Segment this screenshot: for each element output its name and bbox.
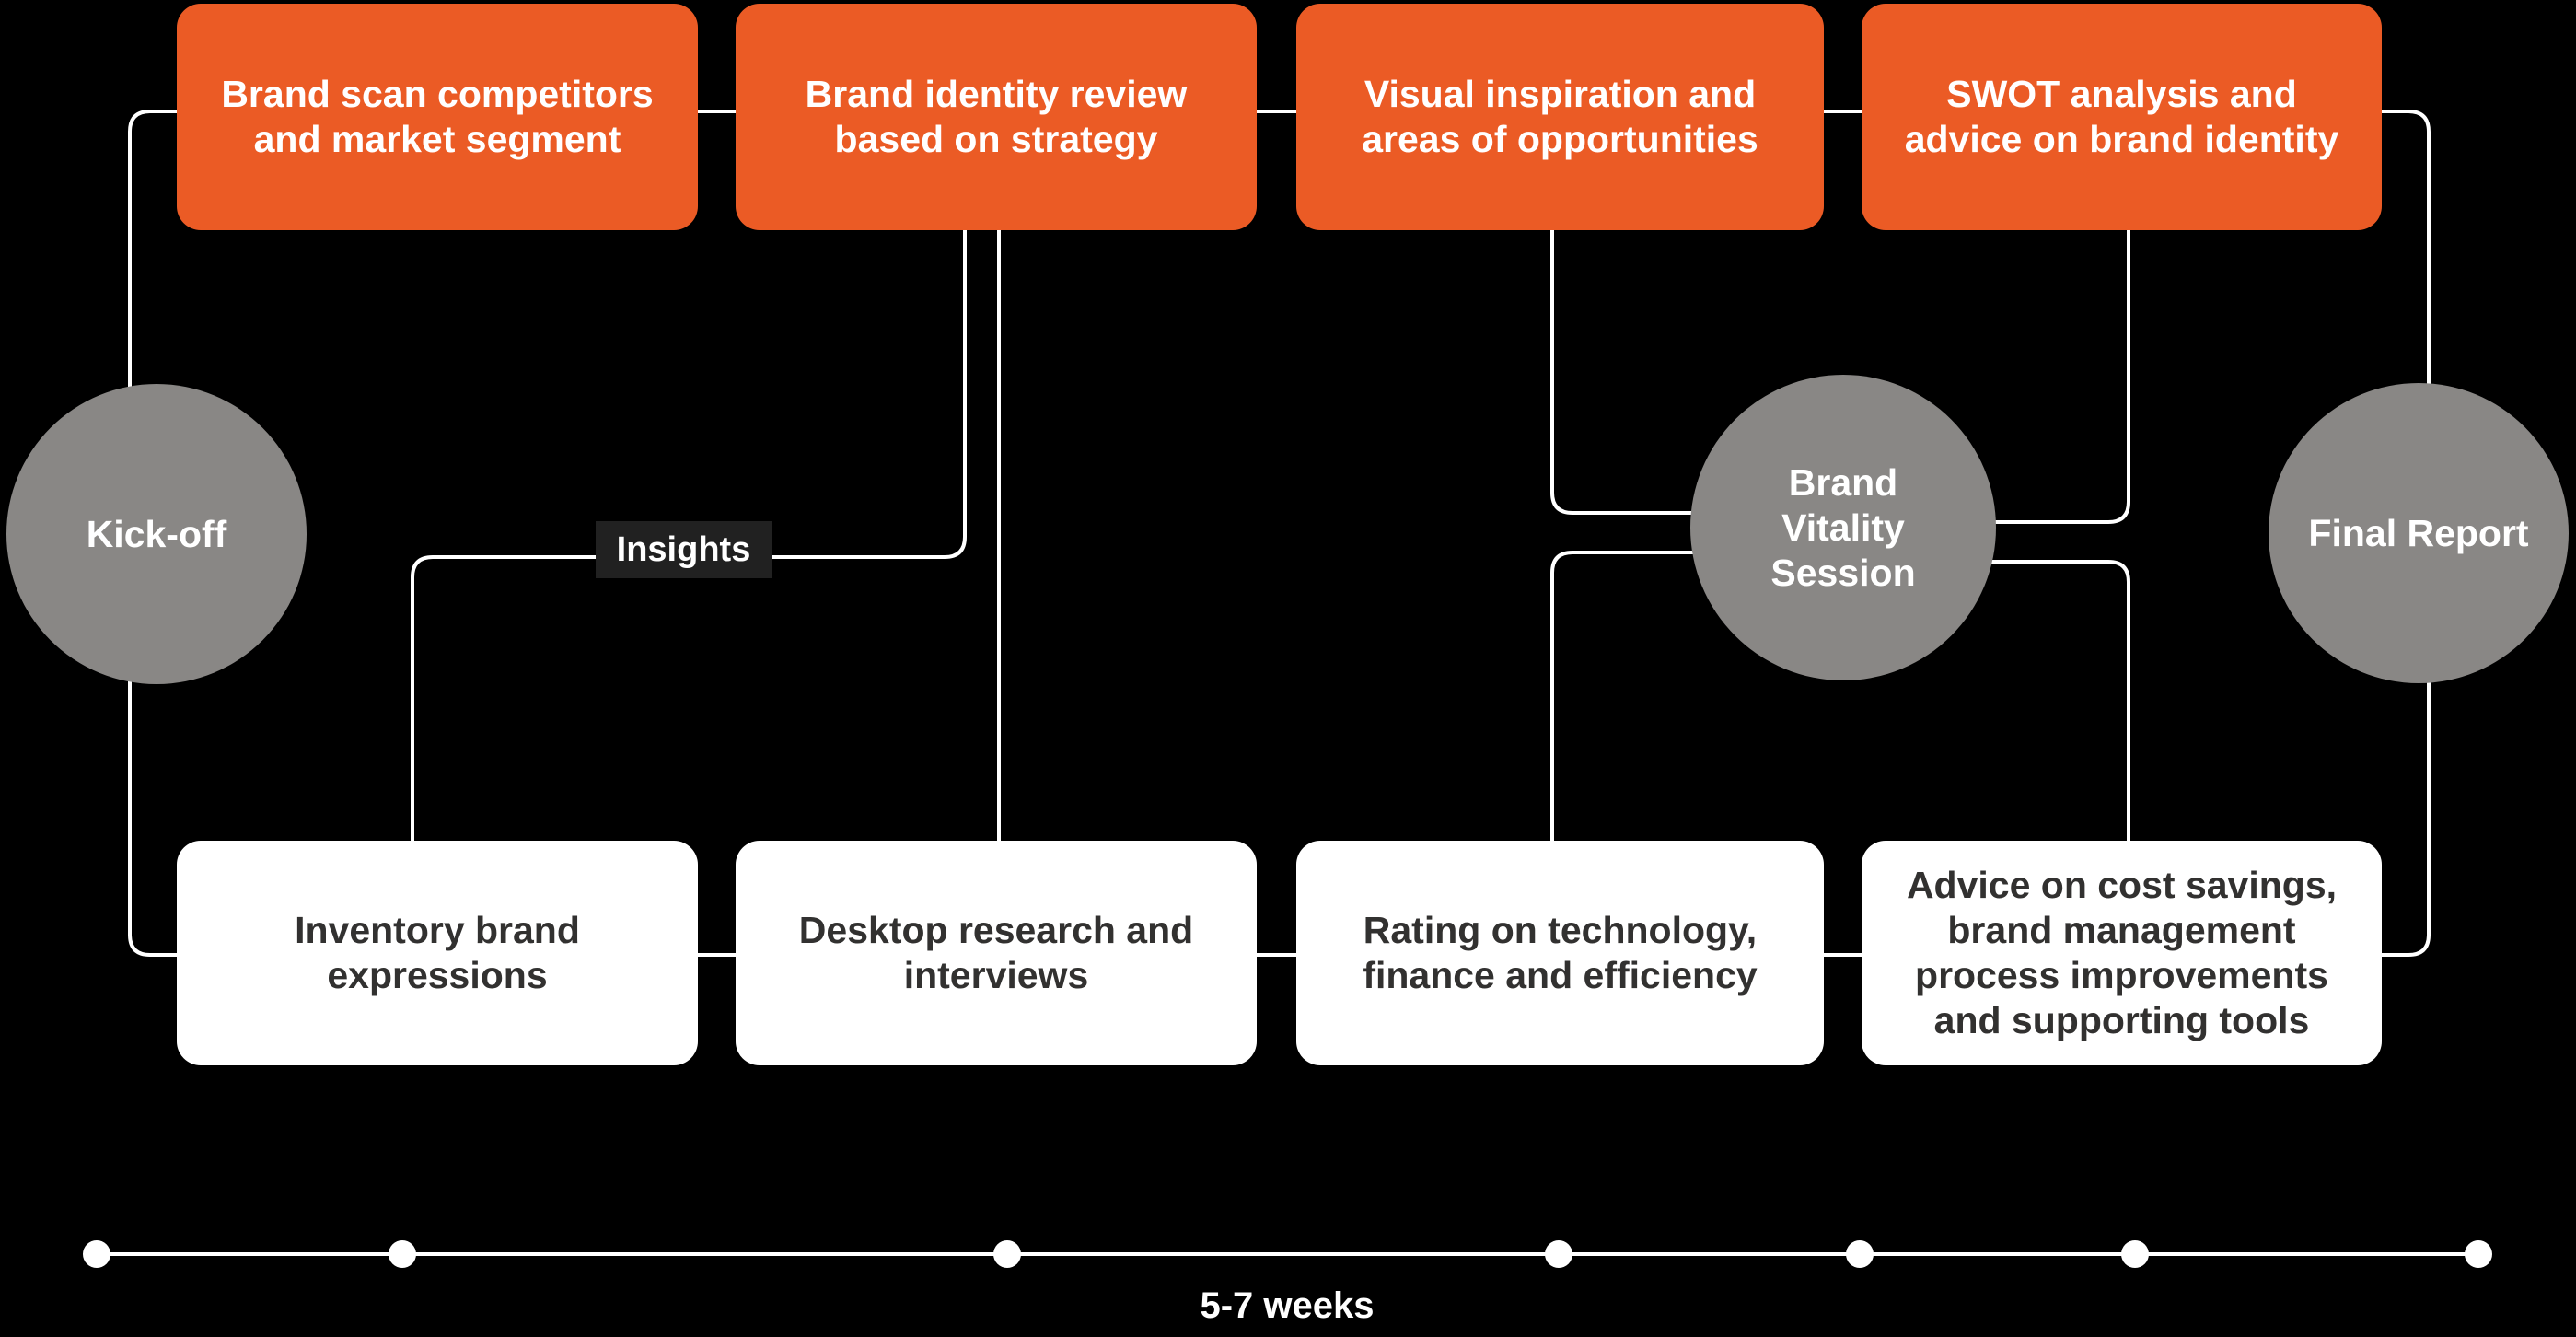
milestone-final-report: Final Report (2269, 383, 2569, 683)
deliverable-inventory-brand: Inventory brand expressions (177, 841, 698, 1065)
connector-path (1550, 228, 1845, 515)
insights-label: Insights (596, 521, 772, 578)
process-step-identity-review: Brand identity review based on strategy (736, 4, 1257, 230)
connector-path (1841, 560, 2130, 843)
connector-path (1550, 551, 1845, 843)
deliverable-rating-technology: Rating on technology, finance and effici… (1296, 841, 1824, 1065)
milestone-kick-off: Kick-off (6, 384, 307, 684)
timeline-dot (83, 1240, 110, 1268)
timeline-dot (1545, 1240, 1572, 1268)
deliverable-desktop-research: Desktop research and interviews (736, 841, 1257, 1065)
milestone-brand-vitality-session: Brand Vitality Session (1690, 375, 1996, 680)
timeline-dot (1846, 1240, 1874, 1268)
connector-path (1841, 228, 2130, 524)
timeline-dot (993, 1240, 1021, 1268)
timeline-dot (2465, 1240, 2492, 1268)
process-step-brand-scan: Brand scan competitors and market segmen… (177, 4, 698, 230)
deliverable-advice-cost-savings: Advice on cost savings, brand management… (1862, 841, 2382, 1065)
process-step-swot-analysis: SWOT analysis and advice on brand identi… (1862, 4, 2382, 230)
timeline-dot (389, 1240, 416, 1268)
process-step-visual-inspiration: Visual inspiration and areas of opportun… (1296, 4, 1824, 230)
timeline-duration-label: 5-7 weeks (1200, 1285, 1375, 1326)
timeline-dot (2121, 1240, 2149, 1268)
